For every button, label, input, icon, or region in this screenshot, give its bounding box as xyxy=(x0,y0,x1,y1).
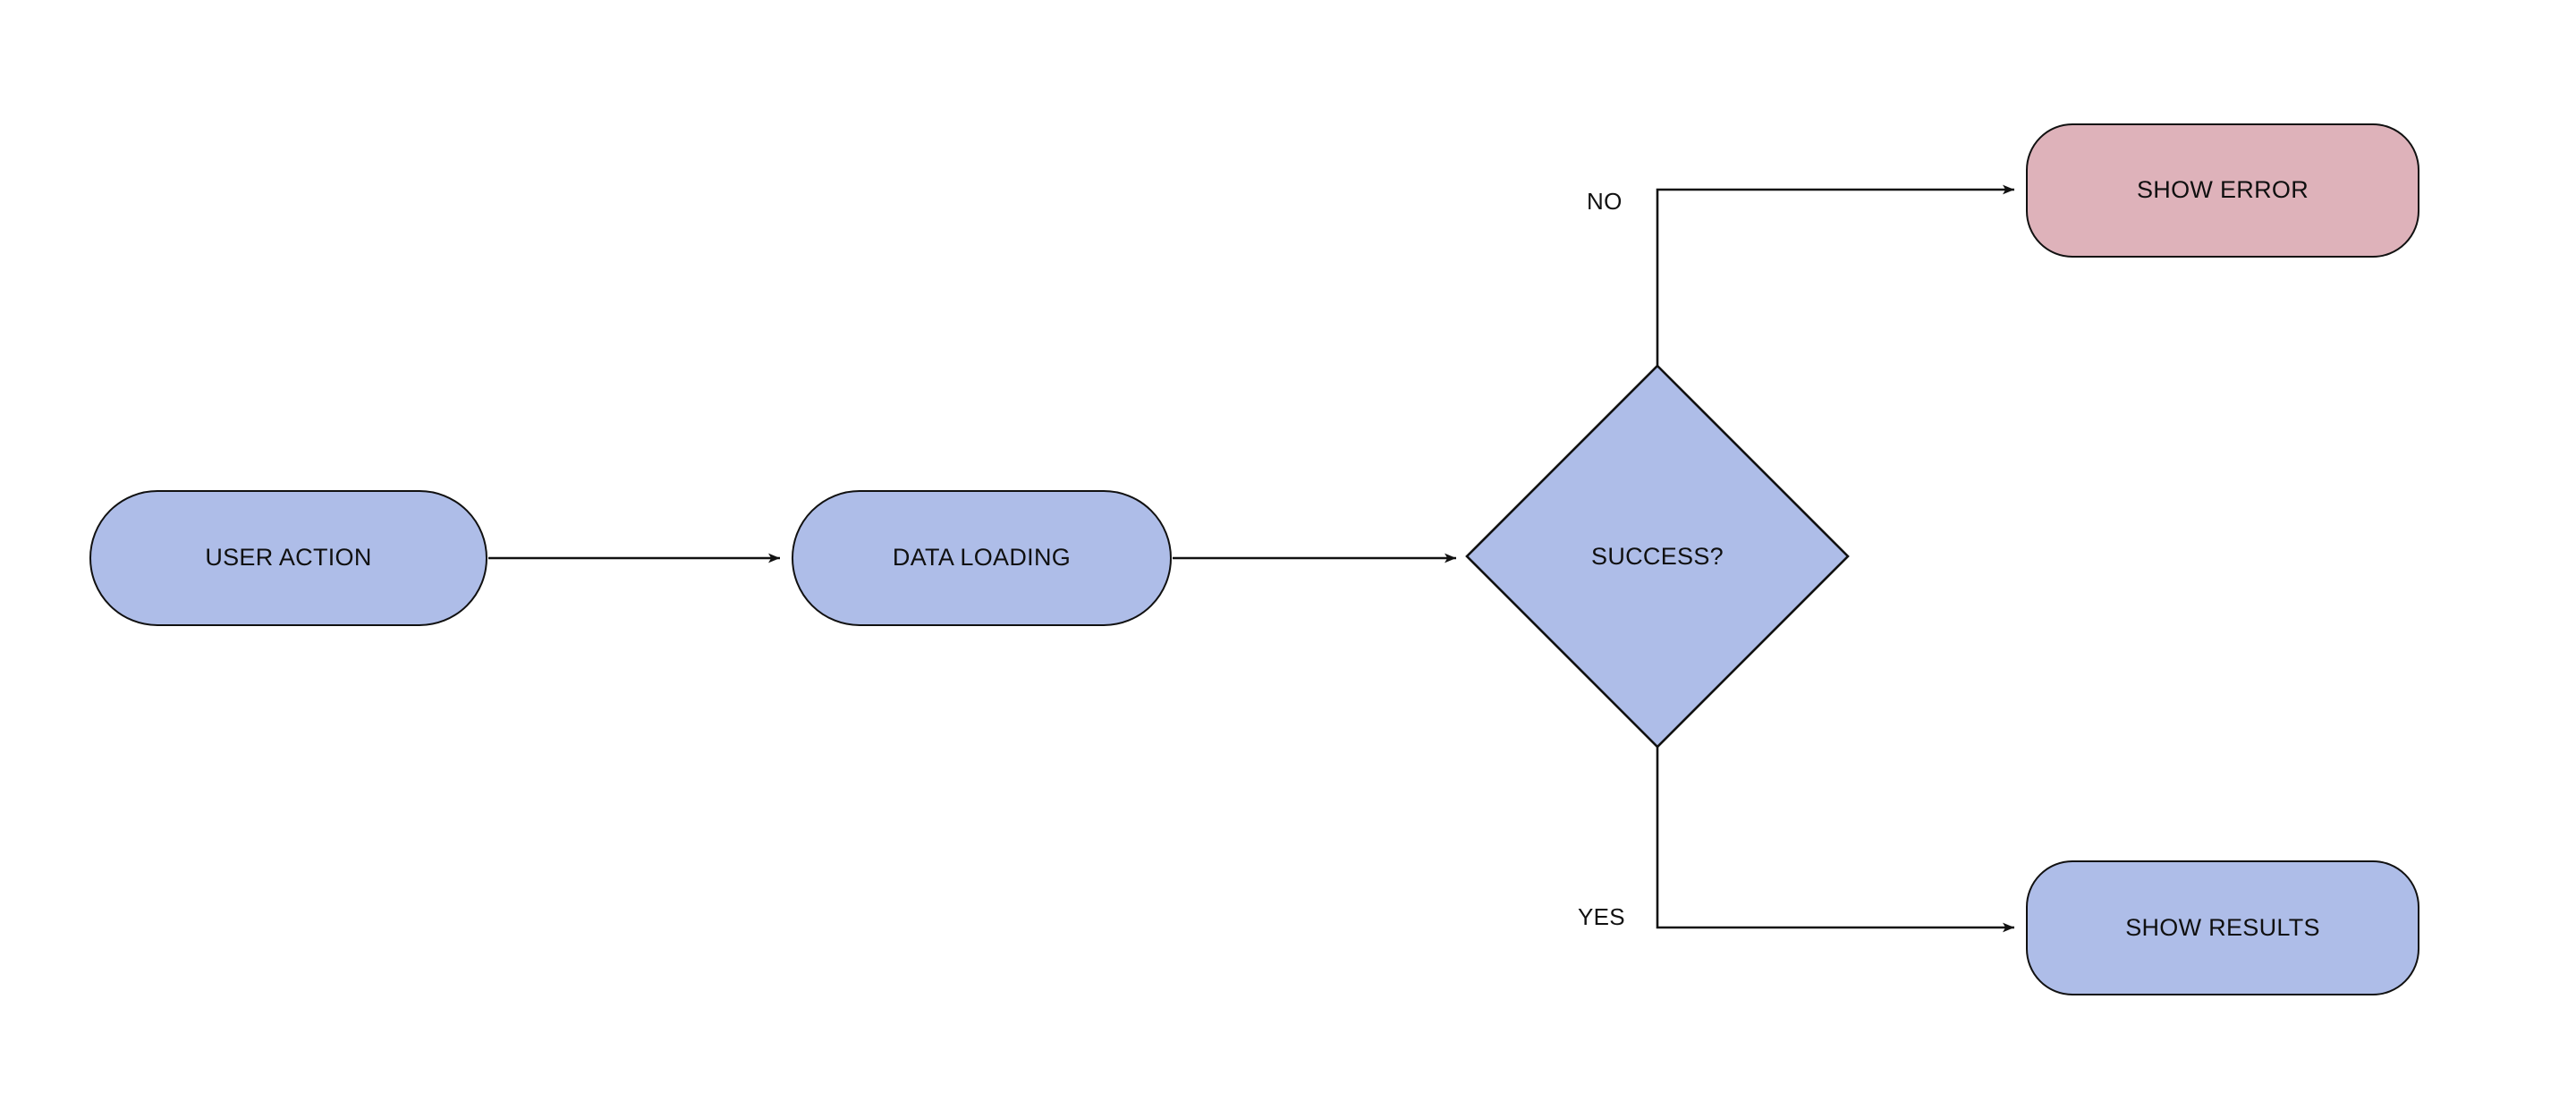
node-success-label: SUCCESS? xyxy=(1591,542,1724,570)
node-success-shape[interactable] xyxy=(1465,364,1850,749)
edge-label-yes: YES xyxy=(1578,903,1625,930)
node-show-error[interactable]: SHOW ERROR xyxy=(2026,123,2419,258)
edge-label-no: NO xyxy=(1587,188,1623,215)
node-show-results-label: SHOW RESULTS xyxy=(2125,913,2320,941)
node-user-action[interactable]: USER ACTION xyxy=(89,490,487,626)
node-success: SUCCESS? xyxy=(1467,366,1848,747)
node-data-loading-label: DATA LOADING xyxy=(892,544,1072,572)
edge-success-no-to-show-error xyxy=(1656,184,2014,366)
node-show-results[interactable]: SHOW RESULTS xyxy=(2026,860,2419,995)
edge-success-yes-to-show-results xyxy=(1656,747,2014,933)
node-data-loading[interactable]: DATA LOADING xyxy=(792,490,1172,626)
node-show-error-label: SHOW ERROR xyxy=(2137,176,2309,204)
node-user-action-label: USER ACTION xyxy=(205,544,372,572)
